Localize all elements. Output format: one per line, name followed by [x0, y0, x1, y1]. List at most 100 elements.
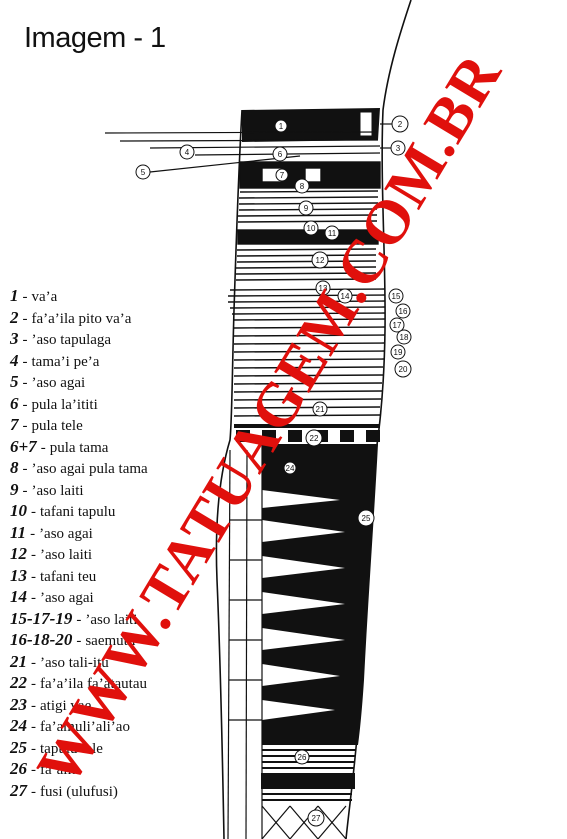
- callout-25: 25: [357, 509, 375, 527]
- legend-item-label: ’aso tapulaga: [31, 332, 112, 348]
- legend-item-separator: -: [22, 289, 28, 305]
- legend-item-number: 22: [10, 673, 27, 692]
- callout-17: 17: [389, 317, 405, 333]
- legend-item-separator: -: [31, 654, 36, 671]
- legend-item-number: 13: [10, 565, 27, 585]
- callout-20: 20: [394, 360, 412, 378]
- legend-item-separator: -: [22, 310, 28, 327]
- legend-item-number: 26: [10, 759, 27, 778]
- callout-15: 15: [388, 288, 404, 304]
- legend-item: 10-tafani tapulu: [10, 500, 240, 522]
- callout-2-text: 2: [398, 120, 403, 129]
- legend-item-label: fa’a’ila pito va’a: [31, 310, 132, 327]
- callout-18-text: 18: [400, 333, 409, 342]
- callout-20-text: 20: [399, 365, 408, 374]
- checker-band: [234, 424, 380, 442]
- legend-item: 16-18-20-saemutu: [10, 629, 240, 651]
- legend-item-separator: -: [31, 740, 36, 757]
- callout-19: 19: [390, 344, 406, 360]
- legend-item-label: ’aso laiti: [31, 482, 84, 499]
- legend-item-number: 10: [10, 501, 27, 520]
- callout-10-text: 10: [307, 224, 316, 233]
- callout-14: 14: [337, 288, 353, 304]
- legend-item: 22-fa’a’ila fa’atautau: [10, 672, 240, 694]
- legend-item-number: 21: [10, 651, 27, 671]
- callout-18: 18: [396, 329, 412, 345]
- callout-13: 13: [315, 280, 331, 296]
- legend-item: 2-fa’a’ila pito va’a: [10, 307, 240, 329]
- callout-9: 9: [298, 200, 314, 216]
- callout-27-text: 27: [312, 814, 321, 823]
- legend-item-label: ’aso agai pula tama: [31, 461, 148, 477]
- callout-8: 8: [294, 178, 310, 194]
- legend-item-label: tafani tapulu: [40, 504, 116, 520]
- callout-16-text: 16: [399, 307, 408, 316]
- callout-22-text: 22: [310, 434, 319, 443]
- legend-item: 7-pula tele: [10, 414, 240, 436]
- legend-item-label: atigi vae: [40, 697, 92, 714]
- legend-item-number: 24: [10, 716, 27, 735]
- legend-item-number: 15-17-19: [10, 608, 73, 628]
- callout-6: 6: [272, 146, 288, 162]
- band-small-block: [359, 111, 373, 137]
- callout-26: 26: [294, 749, 310, 765]
- legend-item-separator: -: [31, 568, 36, 585]
- legend-item-number: 11: [10, 522, 27, 542]
- legend-item-number: 12: [10, 544, 27, 563]
- legend-item-label: pula tama: [49, 439, 109, 456]
- legend-item-label: ’aso agai: [40, 590, 94, 606]
- legend-item-separator: -: [31, 697, 36, 714]
- legend-item-separator: -: [22, 353, 28, 370]
- upper-stripes: [227, 161, 386, 417]
- legend-item-label: fusi (ulufusi): [40, 783, 118, 800]
- legend-item-number: 3: [10, 329, 19, 348]
- callout-10: 10: [303, 220, 319, 236]
- legend-item-separator: -: [22, 482, 28, 499]
- legend-item-number: 8: [10, 458, 19, 477]
- legend-item-number: 6: [10, 393, 19, 413]
- callout-3-text: 3: [396, 144, 401, 153]
- legend-item-separator: -: [76, 633, 82, 649]
- callout-26-text: 26: [298, 753, 307, 762]
- legend-item: 1-va’a: [10, 285, 240, 307]
- legend-item-separator: -: [31, 547, 36, 563]
- callout-21: 21: [312, 401, 328, 417]
- legend-item-number: 16-18-20: [10, 630, 73, 649]
- legend-item: 23-atigi vae: [10, 694, 240, 716]
- legend-item-separator: -: [40, 439, 46, 456]
- legend-item-separator: -: [22, 461, 28, 477]
- legend-item-number: 14: [10, 587, 27, 606]
- callout-21-text: 21: [316, 405, 325, 414]
- legend-item-number: 9: [10, 479, 19, 499]
- callout-19-text: 19: [394, 348, 403, 357]
- callout-2: 2: [391, 115, 409, 133]
- legend-item-label: ’aso agai: [39, 525, 93, 542]
- legend-item-separator: -: [30, 525, 36, 542]
- callout-8-text: 8: [300, 182, 305, 191]
- callout-24-text: 24: [286, 464, 295, 473]
- legend-item-label: fa’amuli’ali’ao: [40, 719, 130, 735]
- legend-item-number: 4: [10, 350, 19, 370]
- legend-item-label: tama’i pe’a: [31, 353, 100, 370]
- callout-15-text: 15: [392, 292, 401, 301]
- callout-1-text: 1: [279, 122, 284, 131]
- legend-item-label: tafani teu: [40, 568, 97, 585]
- legend-item-label: pula tele: [31, 418, 83, 434]
- callout-4-text: 4: [185, 148, 190, 157]
- legend-item: 12-’aso laiti: [10, 543, 240, 565]
- legend-item: 6-pula la’ititi: [10, 393, 240, 415]
- legend-item-number: 7: [10, 415, 19, 434]
- callout-1: 1: [274, 119, 288, 133]
- callout-22: 22: [305, 429, 323, 447]
- legend-item-label: ’aso laiti: [40, 547, 93, 563]
- callout-12: 12: [311, 251, 329, 269]
- legend-item-label: fa’a’ila fa’atautau: [40, 676, 147, 692]
- legend-item-separator: -: [22, 396, 28, 413]
- legend-item-label: saemutu: [85, 633, 136, 649]
- legend-item-number: 1: [10, 286, 19, 305]
- legend-item-number: 25: [10, 737, 27, 757]
- legend-item: 5-’aso agai: [10, 371, 240, 393]
- dark-lower-area: [262, 444, 378, 745]
